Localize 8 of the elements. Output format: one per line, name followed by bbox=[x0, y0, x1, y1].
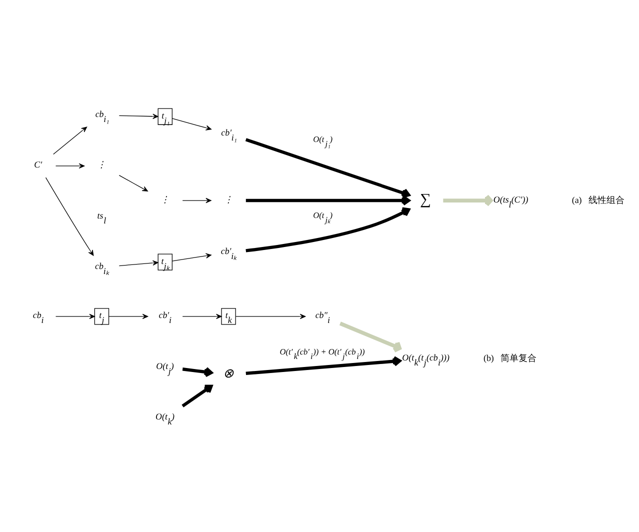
label: (a) 线性组合 bbox=[572, 194, 625, 204]
node-text: C′ bbox=[34, 159, 42, 170]
node-text: ∑ bbox=[420, 190, 432, 208]
node-text: ⋮ bbox=[97, 159, 106, 170]
node-text: ⊗ bbox=[223, 366, 234, 380]
label: (b) 简单复合 bbox=[483, 352, 537, 363]
node-text: ⋮ bbox=[224, 194, 234, 204]
node-text: ⋮ bbox=[160, 194, 170, 204]
